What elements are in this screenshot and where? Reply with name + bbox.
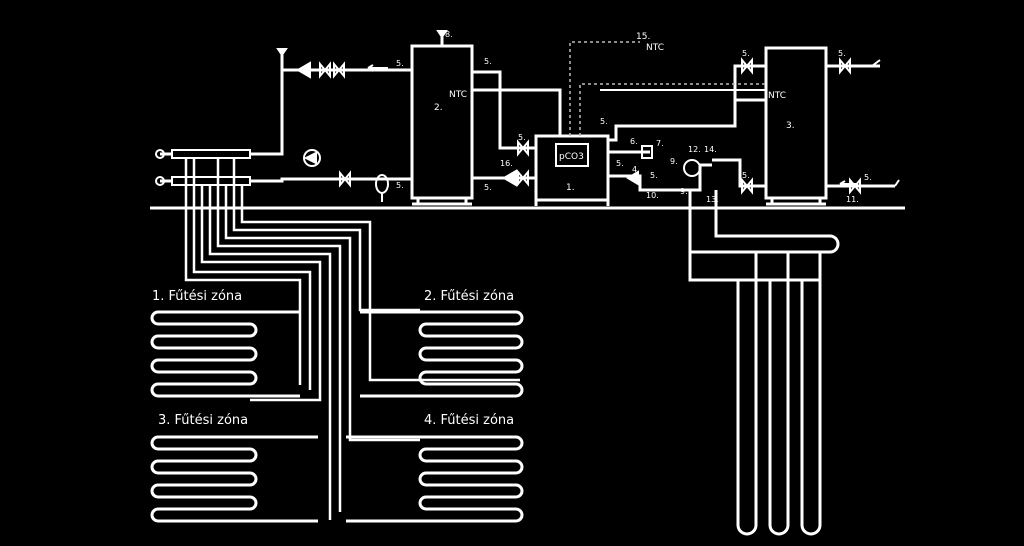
ball-valve-icon <box>339 170 351 188</box>
heat-pump-controller-label: pCO3 <box>559 152 584 162</box>
supply-manifold <box>171 149 251 159</box>
callout-5: 5. <box>518 133 526 142</box>
dhw-tank <box>764 46 828 200</box>
zone-1-label: 1. Fűtési zóna <box>152 289 242 304</box>
zone-3-loop <box>150 435 318 523</box>
ground-probes <box>722 252 822 536</box>
callout-5: 5. <box>600 117 608 126</box>
heat-pump-unit <box>534 134 610 202</box>
hp-dhw-supply <box>608 98 766 142</box>
flow-arrow-icon <box>367 64 388 72</box>
expansion-vessel-icon <box>375 174 389 202</box>
buffer-tank <box>410 44 474 200</box>
callout-5: 5. <box>396 59 404 68</box>
buffer-tank-sensor: NTC <box>449 90 467 100</box>
callout-5: 5. <box>484 183 492 192</box>
callout-5: 5. <box>396 181 404 190</box>
callout-7: 7. <box>656 139 664 148</box>
ball-valve-icon <box>517 169 529 187</box>
air-vent-icon <box>436 30 448 39</box>
callout-5: 5. <box>742 171 750 180</box>
pco3-controller <box>555 143 589 167</box>
callout-5: 5. <box>616 159 624 168</box>
sensor-wire-15 <box>569 41 640 136</box>
distribution-pipes <box>184 158 520 520</box>
ball-valve-icon <box>319 61 331 79</box>
return-manifold <box>171 176 251 186</box>
zone-4-loop <box>346 435 524 523</box>
circulation-pump-icon <box>683 159 701 177</box>
zone-1-loop <box>150 310 300 398</box>
callout-5: 5. <box>742 49 750 58</box>
callout-16: 16. <box>500 159 513 168</box>
callout-4: 4. <box>632 165 640 174</box>
callout-5: 5. <box>864 173 872 182</box>
zone-3-label: 3. Fűtési zóna <box>158 413 248 428</box>
heat-pump-number: 1. <box>566 183 575 193</box>
callout-5: 5. <box>484 57 492 66</box>
callout-6: 6. <box>630 137 638 146</box>
callout-9: 9. <box>680 187 688 196</box>
zone-2-loop <box>360 310 524 398</box>
callout-10: 10. <box>646 191 659 200</box>
callout-9: 9. <box>670 157 678 166</box>
flow-arrow-icon <box>839 180 858 188</box>
circulation-pump-icon <box>296 61 311 79</box>
ball-valve-icon <box>517 139 529 157</box>
external-sensor-number: 15. <box>636 32 650 42</box>
check-valve-icon <box>641 145 653 159</box>
circulation-pump-icon <box>502 169 517 187</box>
callout-13: 13. <box>706 195 719 204</box>
ground-loop-feed <box>688 190 830 282</box>
circulation-pump-icon <box>626 170 639 186</box>
dhw-tank-number: 3. <box>786 121 795 131</box>
air-vent-icon <box>276 48 288 57</box>
ball-valve-icon <box>741 177 753 195</box>
dhw-tank-sensor: NTC <box>768 91 786 101</box>
callout-11: 11. <box>846 195 859 204</box>
ball-valve-icon <box>333 61 345 79</box>
callout-12: 12. <box>688 145 701 154</box>
callout-8: 8. <box>445 30 453 39</box>
flow-arrow-icon <box>871 59 900 187</box>
supply-riser <box>250 68 412 156</box>
buffer-hp-supply <box>472 70 536 150</box>
callout-5: 5. <box>650 171 658 180</box>
circulation-pump-icon <box>303 149 321 167</box>
ball-valve-icon <box>849 177 861 195</box>
callout-14: 14. <box>704 145 717 154</box>
ball-valve-icon <box>741 57 753 75</box>
external-sensor-label: NTC <box>646 43 664 53</box>
zone-4-label: 4. Fűtési zóna <box>424 413 514 428</box>
zone-2-label: 2. Fűtési zóna <box>424 289 514 304</box>
buffer-tank-number: 2. <box>434 103 443 113</box>
ball-valve-icon <box>839 57 851 75</box>
callout-5: 5. <box>838 49 846 58</box>
